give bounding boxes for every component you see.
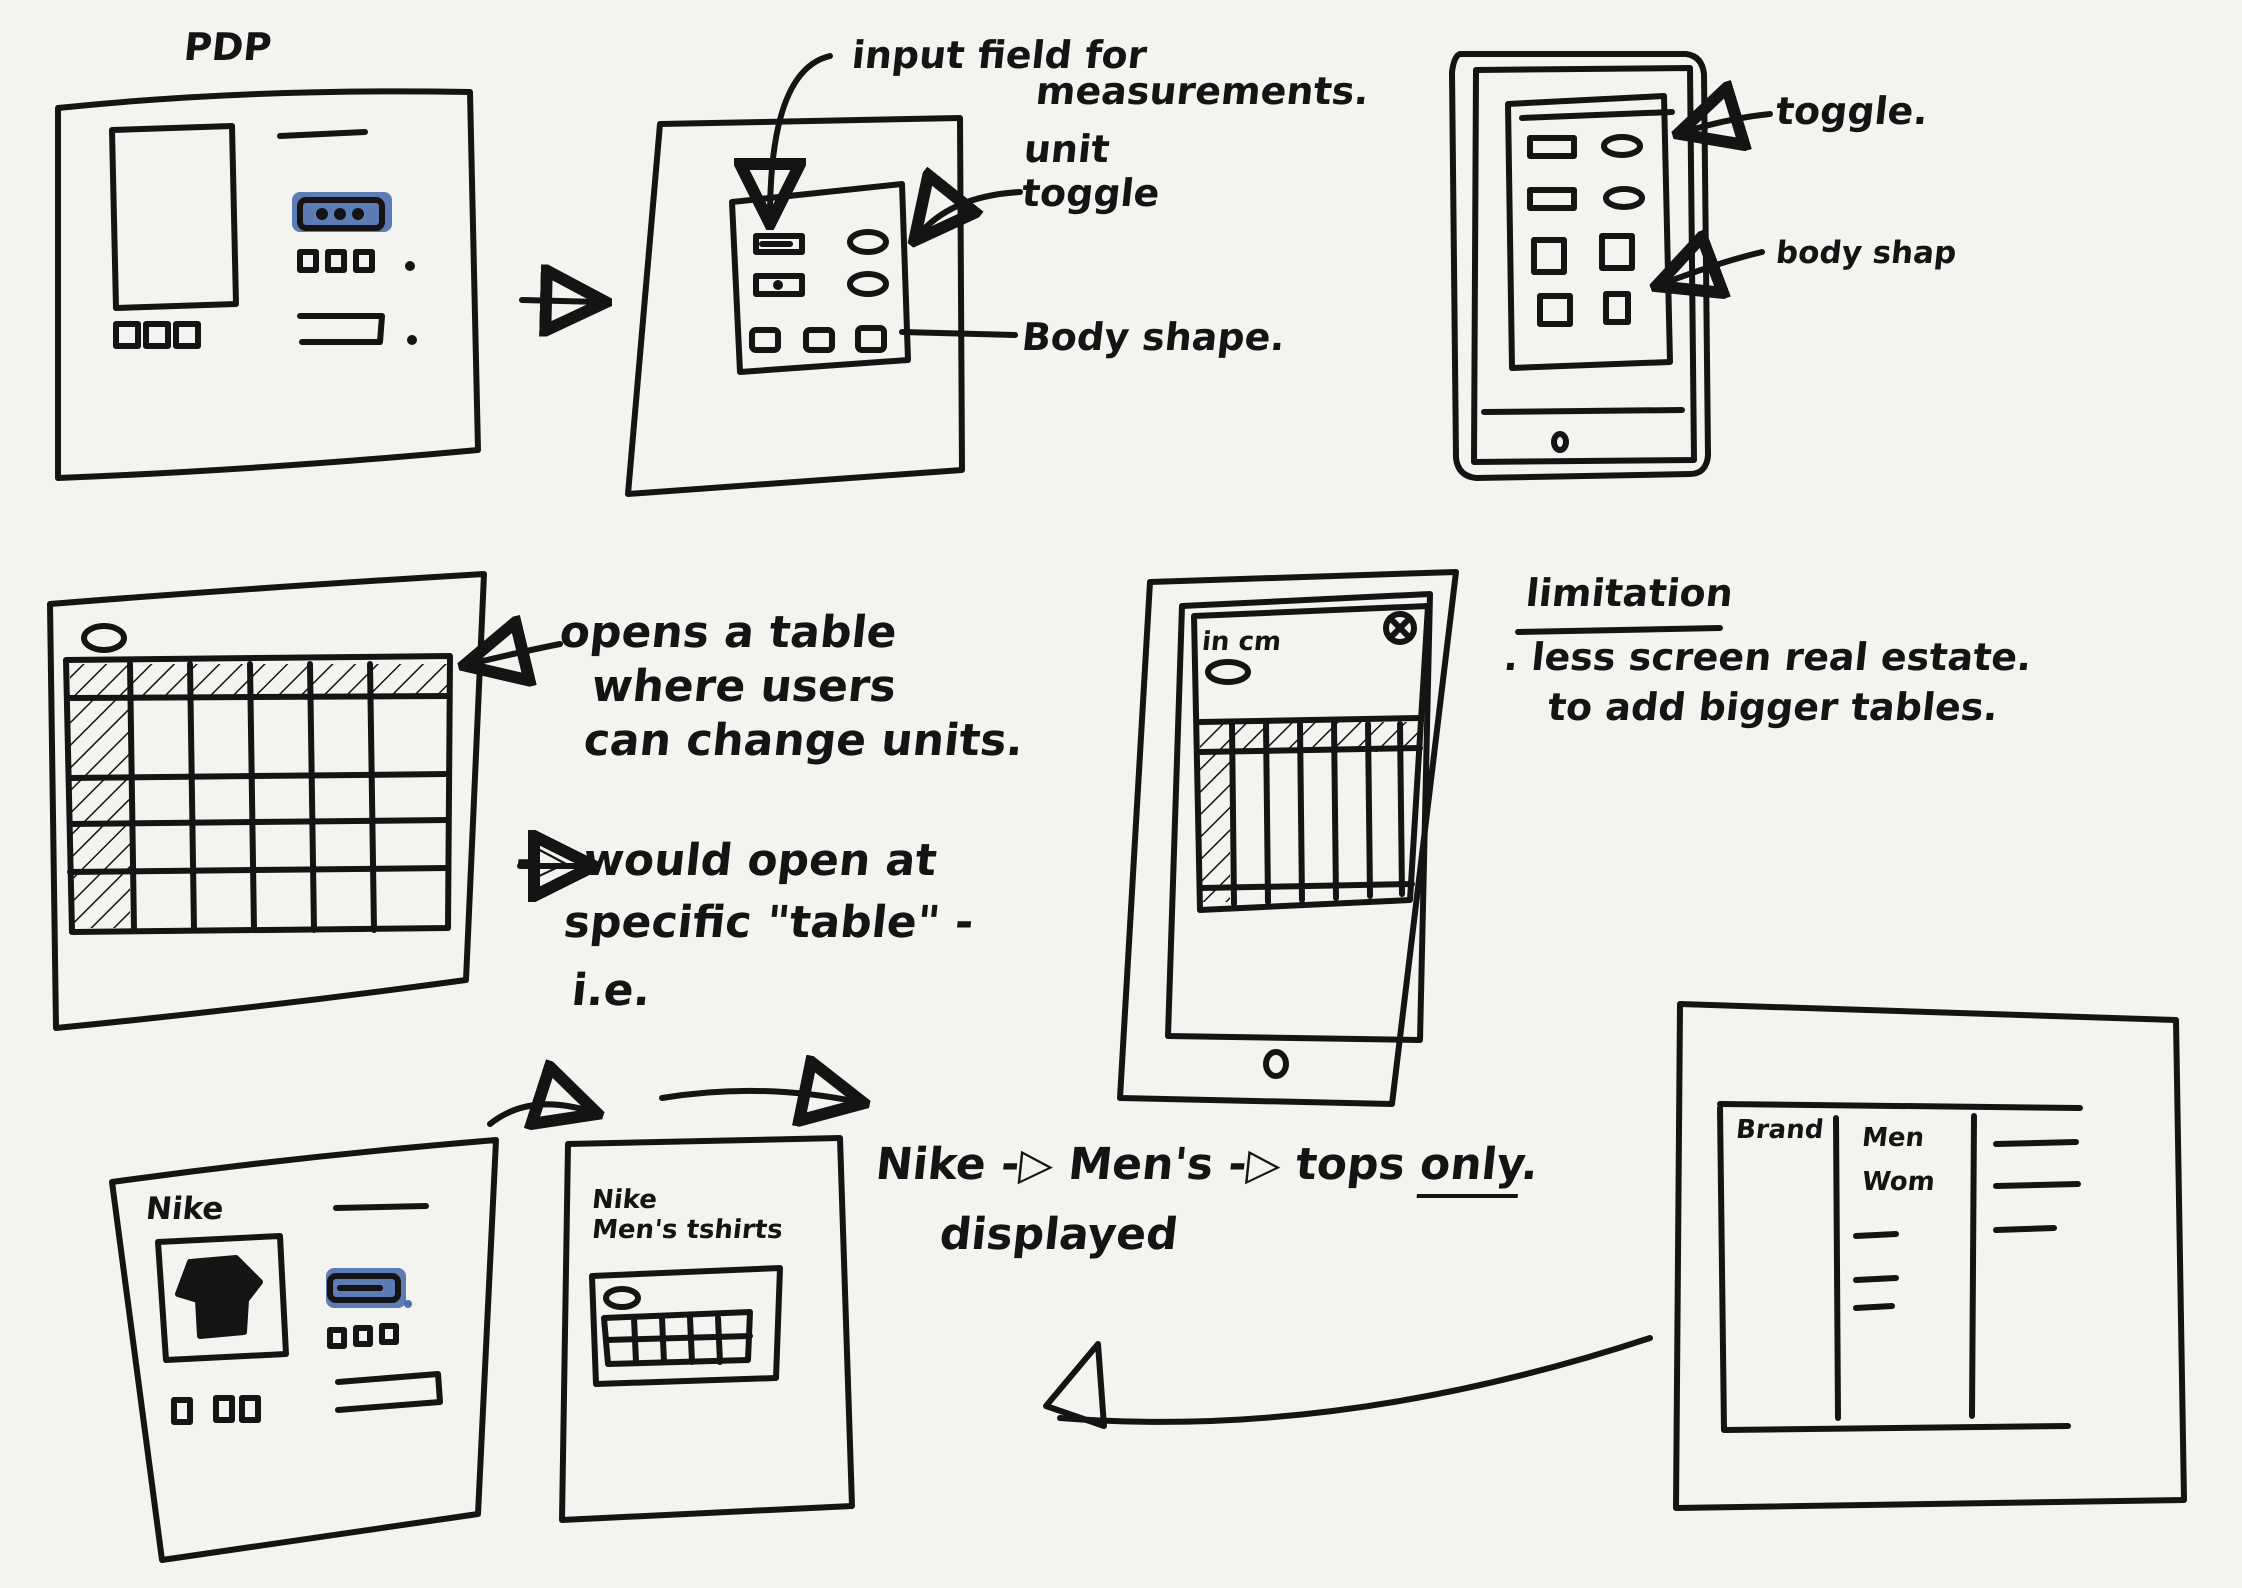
nike-pdp-sketch bbox=[109, 1104, 592, 1563]
unit-toggle-label-1: unit bbox=[1021, 127, 1112, 171]
brand-column-label: Brand bbox=[1734, 1115, 1825, 1145]
toggle-label: toggle. bbox=[1773, 89, 1931, 133]
limitation-line-1: . less screen real estate. bbox=[1501, 635, 2035, 679]
limitation-heading: limitation bbox=[1523, 571, 1736, 615]
table-note-1: opens a table bbox=[557, 607, 900, 658]
table-note-3: can change units. bbox=[581, 715, 1026, 766]
unit-toggle-label-2: toggle bbox=[1019, 171, 1162, 215]
mens-tshirts-title: Men's tshirts bbox=[590, 1215, 785, 1245]
mobile-table-sketch bbox=[1117, 569, 1459, 1107]
navigation-menu-sketch bbox=[1043, 1001, 2187, 1511]
body-shape-label: Body shape. bbox=[1019, 315, 1288, 359]
input-field-label-2: measurements. bbox=[1033, 69, 1372, 113]
flow-note-emphasis: only bbox=[1416, 1139, 1525, 1198]
men-column-label: Men bbox=[1860, 1123, 1926, 1153]
nike-brand-label: Nike bbox=[144, 1191, 226, 1227]
flow-note-line-2: displayed bbox=[937, 1209, 1181, 1260]
nike-mens-shirts-sketch bbox=[559, 1091, 858, 1523]
flow-note-line-1: Nike -▷ Men's -▷ tops only. bbox=[873, 1139, 1541, 1198]
measurement-overlay-sketch bbox=[625, 53, 1023, 497]
size-table-sketch bbox=[47, 571, 588, 1031]
limitation-line-2: to add bigger tables. bbox=[1545, 685, 2001, 729]
mobile-overlay-sketch bbox=[1449, 51, 1773, 481]
pdp-title: PDP bbox=[181, 25, 274, 69]
open-note-3: i.e. bbox=[569, 965, 654, 1016]
body-shape-label-mobile: body shap bbox=[1774, 235, 1959, 271]
unit-labels: in cm bbox=[1200, 627, 1283, 657]
nike-title: Nike bbox=[590, 1185, 659, 1215]
pdp-desktop-sketch bbox=[55, 88, 481, 481]
open-note-1: -▷ would open at bbox=[513, 835, 940, 886]
table-note-2: where users bbox=[589, 661, 899, 712]
women-column-label: Wom bbox=[1860, 1167, 1937, 1197]
open-note-2: specific "table" - bbox=[561, 897, 977, 948]
flow-note-path: Nike -▷ Men's -▷ tops bbox=[873, 1139, 1408, 1190]
